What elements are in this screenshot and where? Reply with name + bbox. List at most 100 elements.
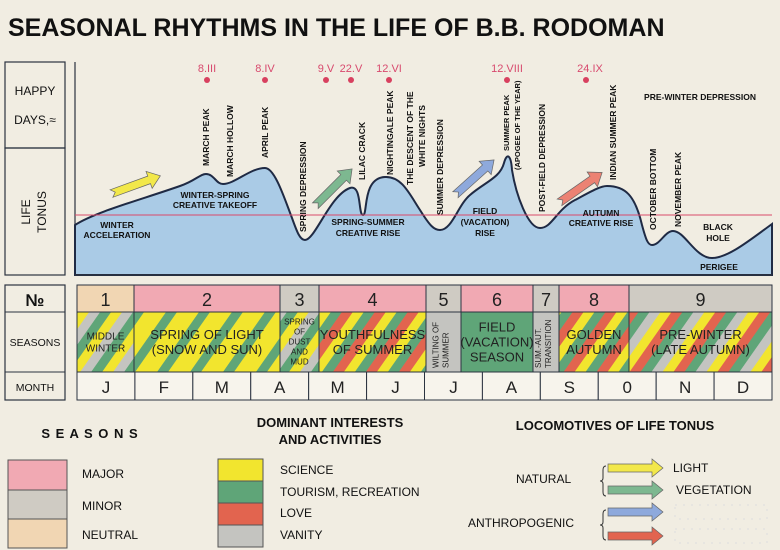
phase-label: AUTUMN [583, 208, 620, 218]
phase-label: SPRING-SUMMER [331, 217, 404, 227]
event-label: SUMMER PEAK [502, 94, 511, 151]
season-name: SEASON [470, 349, 524, 364]
season-name: SPRING OF LIGHT [150, 327, 263, 342]
season-number: 4 [367, 290, 377, 310]
anthropogenic-brace [599, 509, 607, 541]
legend-vegetation-arrow-icon [607, 480, 664, 500]
event-label: THE DESCENT OF THE [405, 91, 415, 185]
month-cell [655, 371, 715, 401]
legend-minor: MINOR [82, 499, 122, 513]
happy-day-dot [262, 77, 268, 83]
anthropogenic-red-arrow-icon [556, 171, 603, 207]
phase-label: WINTER-SPRING [181, 190, 250, 200]
seasons-label: SEASONS [10, 337, 61, 349]
month-label: MONTH [16, 382, 55, 394]
month-cell [76, 371, 136, 401]
season-name: SUMMER [442, 332, 451, 368]
month-letter: M [215, 378, 229, 397]
legend-vegetation: VEGETATION [676, 483, 752, 497]
love-swatch [217, 502, 264, 526]
blank-label-box [674, 528, 768, 544]
season-number: 6 [492, 290, 502, 310]
season-name: SPRING [284, 318, 315, 327]
month-cell [308, 371, 368, 401]
month-cell [250, 371, 310, 401]
season-number-cell [76, 284, 135, 313]
season-name: OF SUMMER [333, 342, 412, 357]
happy-days-markers: 8.III 8.IV 9.V 22.V 12.VI 12.VIII 24.IX [198, 63, 604, 83]
phase-label: FIELD [473, 206, 498, 216]
season-number-cell [628, 284, 773, 313]
season-name: (SNOW AND SUN) [152, 342, 263, 357]
phase-label: WINTER [100, 220, 134, 230]
happy-day-label: 12.VI [376, 63, 402, 75]
month-cell [713, 371, 773, 401]
season-name: YOUTHFULNESS [320, 327, 426, 342]
event-label: NIGHTINGALE PEAK [385, 90, 395, 175]
season-number: 8 [589, 290, 599, 310]
month-letter: J [102, 378, 111, 397]
event-label: SPRING DEPRESSION [298, 141, 308, 232]
happy-day-dot [386, 77, 392, 83]
legend-light: LIGHT [673, 461, 709, 475]
phase-label: CREATIVE RISE [569, 218, 634, 228]
tourism-swatch [217, 480, 264, 504]
life-tonus-curve [74, 155, 773, 276]
major-swatch [7, 459, 68, 491]
happy-days-box [4, 61, 66, 149]
season-name: AUTUMN [566, 342, 622, 357]
season-number: 7 [541, 290, 551, 310]
month-letter: S [564, 378, 575, 397]
legend-light-arrow-icon [607, 458, 664, 478]
legend-love: LOVE [280, 506, 312, 520]
happy-day-dot [348, 77, 354, 83]
happy-day-label: 8.III [198, 63, 216, 75]
month-cell [192, 371, 252, 401]
happy-day-label: 24.IX [577, 63, 603, 75]
phase-label: CREATIVE RISE [336, 228, 401, 238]
month-letter: M [331, 378, 345, 397]
table-row-labels [4, 284, 66, 401]
month-letter: A [506, 378, 518, 397]
life-tonus-box [4, 147, 66, 276]
event-label: WHITE NIGHTS [417, 105, 427, 167]
life-tonus-label: LIFE [19, 199, 33, 224]
season-cell [628, 311, 773, 373]
happy-days-label-2: DAYS,≈ [14, 113, 56, 127]
month-cell [134, 371, 194, 401]
legend-locomotives-title: LOCOMOTIVES OF LIFE TONUS [516, 418, 715, 433]
pre-winter-depression-label: PRE-WINTER DEPRESSION [644, 92, 756, 102]
season-name: WINTER [86, 343, 125, 354]
happy-day-dot [504, 77, 510, 83]
phase-label: HOLE [706, 233, 730, 243]
minor-swatch [7, 489, 68, 520]
month-letter: J [449, 378, 458, 397]
legend-red-arrow-icon [607, 526, 664, 546]
happy-day-dot [204, 77, 210, 83]
season-cell [532, 311, 560, 373]
happy-day-label: 22.V [340, 63, 363, 75]
happy-day-dot [323, 77, 329, 83]
season-number-cell [279, 284, 320, 313]
season-cell [279, 311, 320, 373]
legend-seasons-title: S E A S O N S [41, 426, 138, 441]
season-number: 9 [695, 290, 705, 310]
vegetation-arrow-icon [311, 168, 353, 210]
number-label: № [26, 291, 45, 310]
happy-day-label: 8.IV [255, 63, 275, 75]
event-label: LILAC CRACK [357, 121, 367, 180]
season-number: 1 [100, 290, 110, 310]
month-letter: 0 [622, 378, 631, 397]
science-swatch [217, 458, 264, 482]
phase-label: (VACATION) [461, 217, 510, 227]
natural-brace [599, 465, 607, 497]
phase-label: ACCELERATION [84, 230, 151, 240]
phase-label: PERIGEE [700, 262, 738, 272]
neutral-swatch [7, 518, 68, 549]
month-letter: A [274, 378, 286, 397]
legend-science: SCIENCE [280, 463, 333, 477]
season-name: (VACATION) [460, 334, 533, 349]
page-title: SEASONAL RHYTHMS IN THE LIFE OF B.B. ROD… [8, 14, 665, 42]
season-name: FIELD [479, 319, 516, 334]
life-tonus-label-2: TONUS [35, 191, 49, 233]
